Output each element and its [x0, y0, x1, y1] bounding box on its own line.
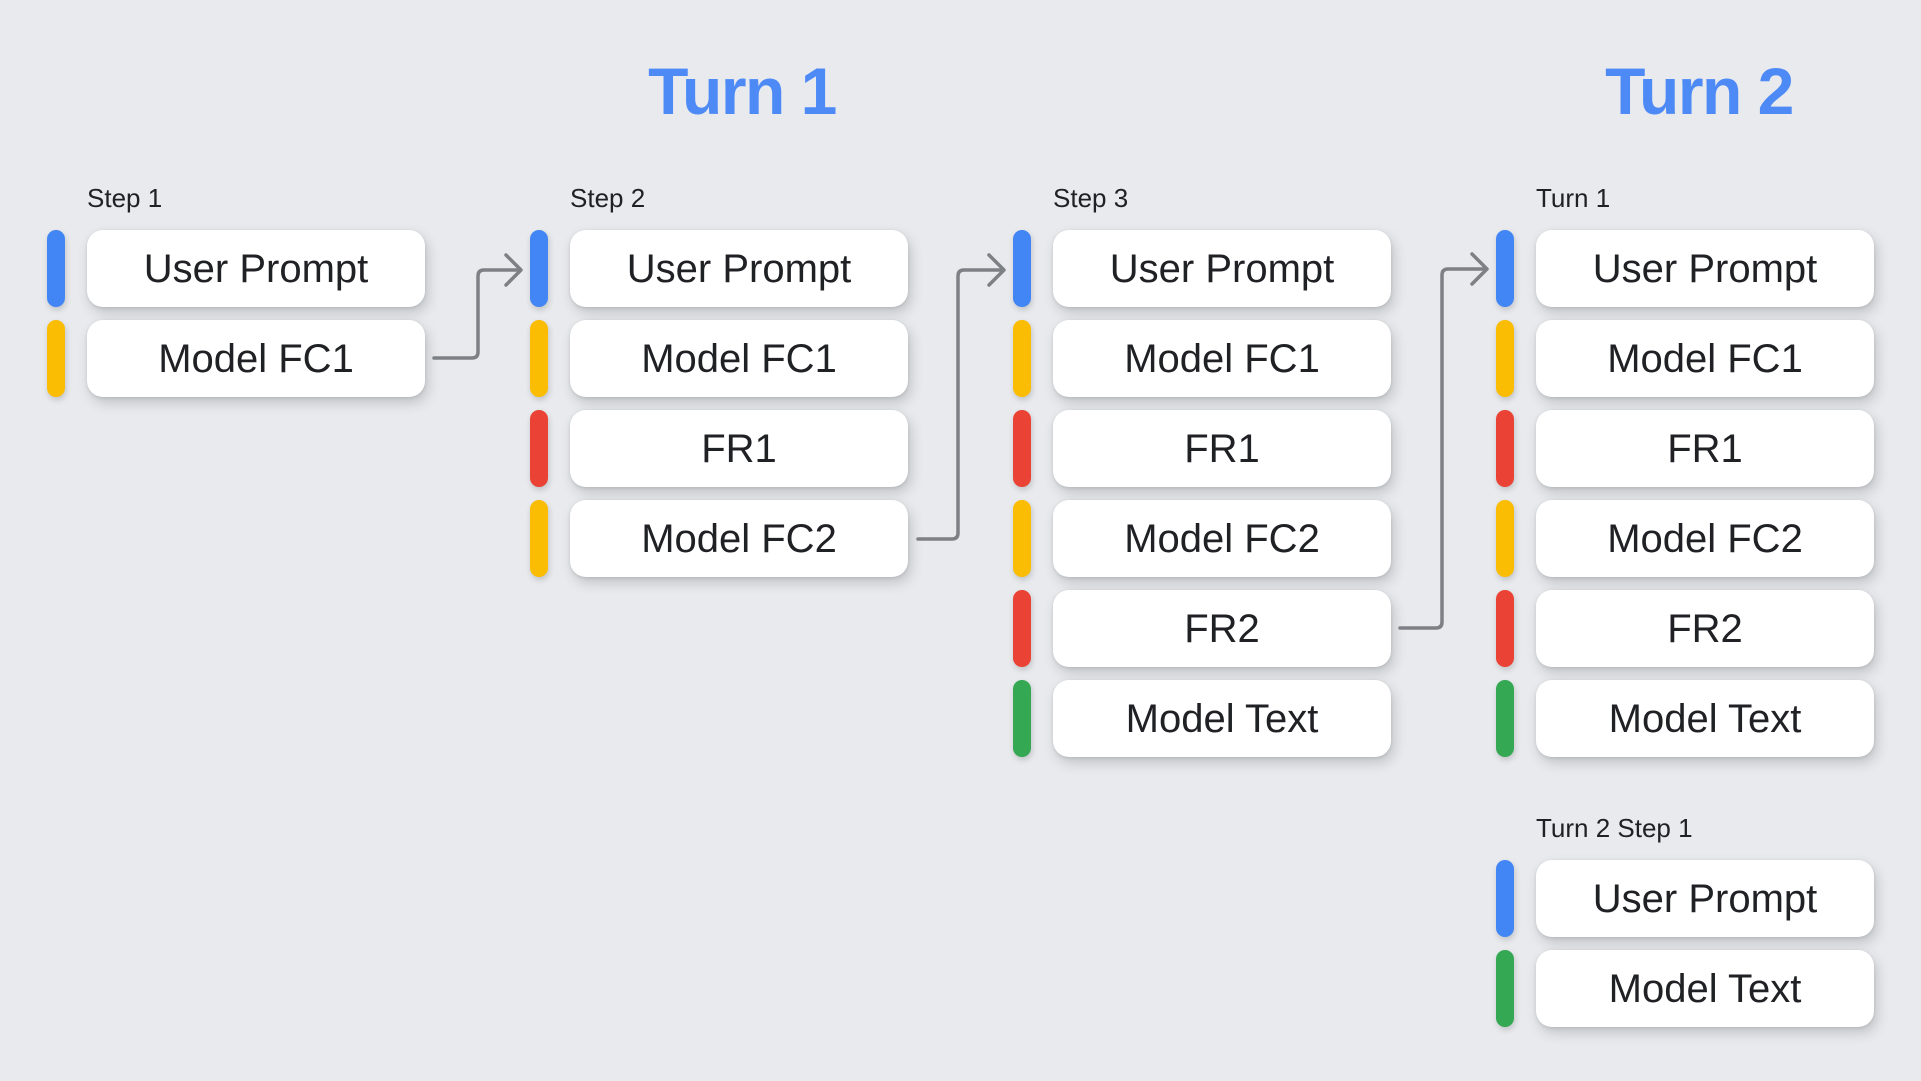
fr1-card: FR1	[1536, 410, 1874, 487]
card-row: User Prompt	[1013, 230, 1391, 307]
column-label: Step 1	[87, 183, 163, 213]
column-label: Step 3	[1053, 183, 1129, 213]
model-text-card: Model Text	[1053, 680, 1391, 757]
fr2-card: FR2	[1536, 590, 1874, 667]
column-label: Turn 1	[1536, 183, 1611, 213]
card-row: User Prompt	[530, 230, 908, 307]
model-fc2-bar	[1013, 500, 1031, 577]
column-label: Step 2	[570, 183, 646, 213]
model-fc2-card: Model FC2	[570, 500, 908, 577]
card-row: Model FC1	[1013, 320, 1391, 397]
card-row: Model Text	[1013, 680, 1391, 757]
step-1-column: Step 1 User Prompt Model FC1	[47, 183, 425, 397]
card-row: User Prompt	[1496, 230, 1874, 307]
fr1-card: FR1	[1053, 410, 1391, 487]
user-prompt-card: User Prompt	[1536, 230, 1874, 307]
fr1-bar	[530, 410, 548, 487]
user-prompt-bar	[1496, 860, 1514, 937]
card-row: FR1	[1496, 410, 1874, 487]
model-fc2-bar	[1496, 500, 1514, 577]
fr1-bar	[1013, 410, 1031, 487]
card-row: User Prompt	[47, 230, 425, 307]
model-text-card: Model Text	[1536, 680, 1874, 757]
model-fc1-card: Model FC1	[1053, 320, 1391, 397]
flow-arrow-step2-to-step3	[916, 253, 1006, 541]
card-row: FR2	[1496, 590, 1874, 667]
card-row: FR1	[530, 410, 908, 487]
card-row: Model Text	[1496, 680, 1874, 757]
card-row: Model FC1	[47, 320, 425, 397]
card-row: Model FC2	[1496, 500, 1874, 577]
model-fc1-card: Model FC1	[87, 320, 425, 397]
model-text-bar	[1013, 680, 1031, 757]
card-row: FR2	[1013, 590, 1391, 667]
fr1-card: FR1	[570, 410, 908, 487]
user-prompt-bar	[530, 230, 548, 307]
card-row: Model FC2	[1013, 500, 1391, 577]
model-fc1-card: Model FC1	[570, 320, 908, 397]
model-fc2-bar	[530, 500, 548, 577]
user-prompt-card: User Prompt	[570, 230, 908, 307]
user-prompt-bar	[1013, 230, 1031, 307]
model-fc1-bar	[1496, 320, 1514, 397]
card-row: Model FC2	[530, 500, 908, 577]
card-row: Model FC1	[1496, 320, 1874, 397]
fr2-bar	[1496, 590, 1514, 667]
card-row: FR1	[1013, 410, 1391, 487]
model-fc1-bar	[47, 320, 65, 397]
turn-2-title: Turn 2	[1605, 54, 1794, 128]
user-prompt-card: User Prompt	[87, 230, 425, 307]
fr1-bar	[1496, 410, 1514, 487]
model-fc2-card: Model FC2	[1536, 500, 1874, 577]
model-text-bar	[1496, 950, 1514, 1027]
fr2-card: FR2	[1053, 590, 1391, 667]
turn-1-title: Turn 1	[648, 54, 837, 128]
card-row: Model FC1	[530, 320, 908, 397]
user-prompt-card: User Prompt	[1536, 860, 1874, 937]
user-prompt-bar	[1496, 230, 1514, 307]
model-fc2-card: Model FC2	[1053, 500, 1391, 577]
model-text-card: Model Text	[1536, 950, 1874, 1027]
flow-arrow-step1-to-step2	[432, 253, 523, 360]
column-label: Turn 2 Step 1	[1536, 813, 1693, 843]
model-fc1-card: Model FC1	[1536, 320, 1874, 397]
flow-arrow-step3-to-turn1	[1398, 252, 1489, 630]
step-3-column: Step 3 User Prompt Model FC1 FR1 Model F…	[1013, 183, 1391, 757]
turn-1-history-column: Turn 1 User Prompt Model FC1 FR1 Model F…	[1496, 183, 1874, 757]
user-prompt-card: User Prompt	[1053, 230, 1391, 307]
fr2-bar	[1013, 590, 1031, 667]
model-fc1-bar	[530, 320, 548, 397]
user-prompt-bar	[47, 230, 65, 307]
model-text-bar	[1496, 680, 1514, 757]
model-fc1-bar	[1013, 320, 1031, 397]
step-2-column: Step 2 User Prompt Model FC1 FR1 Model F…	[530, 183, 908, 577]
card-row: User Prompt	[1496, 860, 1874, 937]
card-row: Model Text	[1496, 950, 1874, 1027]
turn-2-step-1-column: Turn 2 Step 1 User Prompt Model Text	[1496, 813, 1874, 1027]
